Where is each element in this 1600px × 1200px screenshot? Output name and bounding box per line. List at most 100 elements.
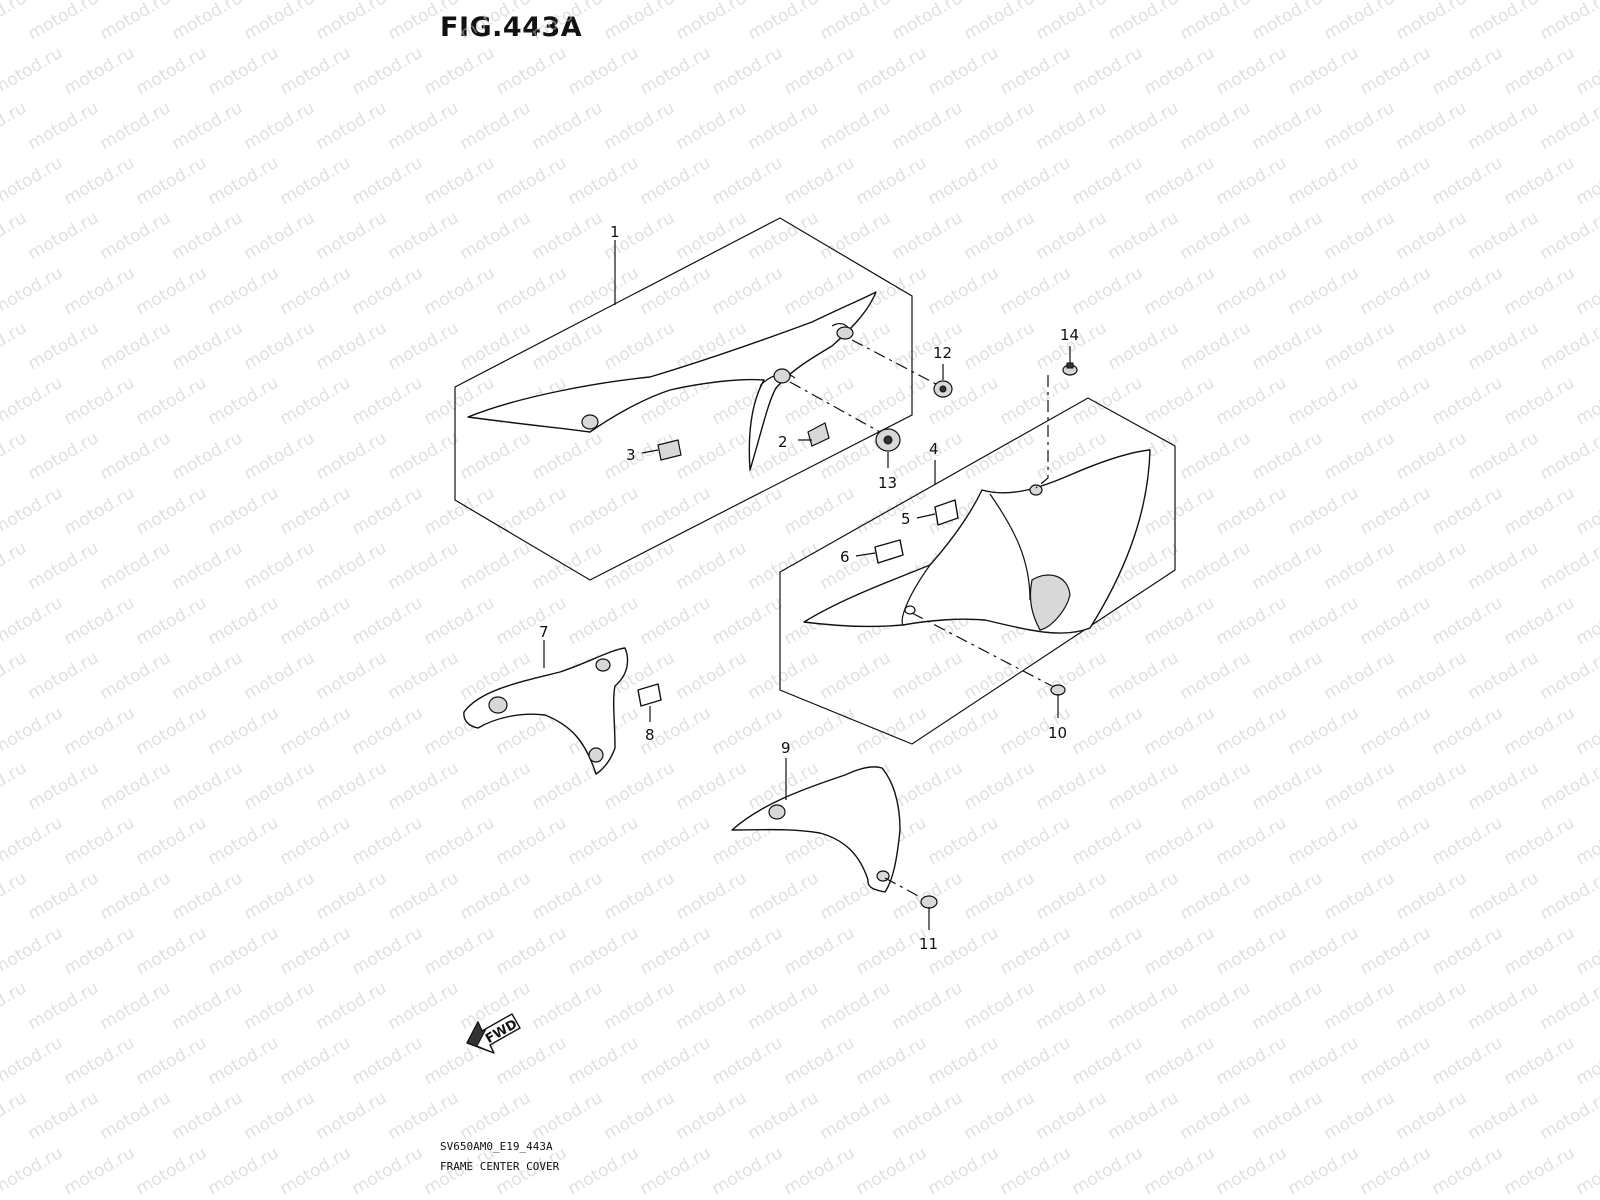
watermark-text: motod.ru xyxy=(1429,373,1507,429)
watermark-text: motod.ru xyxy=(961,208,1039,264)
callout-2: 2 xyxy=(778,433,788,451)
watermark-text: motod.ru xyxy=(1321,428,1399,484)
watermark-text: motod.ru xyxy=(961,868,1039,924)
watermark-text: motod.ru xyxy=(1213,373,1291,429)
watermark-text: motod.ru xyxy=(529,428,607,484)
watermark-text: motod.ru xyxy=(1285,153,1363,209)
watermark-text: motod.ru xyxy=(385,318,463,374)
watermark-text: motod.ru xyxy=(1285,593,1363,649)
watermark-text: motod.ru xyxy=(565,923,643,979)
watermark-text: motod.ru xyxy=(133,483,211,539)
watermark-text: motod.ru xyxy=(241,318,319,374)
part-14-bolt xyxy=(1062,362,1078,376)
watermark-text: motod.ru xyxy=(1501,373,1579,429)
watermark-text: motod.ru xyxy=(349,373,427,429)
watermark-text: motod.ru xyxy=(709,43,787,99)
watermark-text: motod.ru xyxy=(0,813,66,869)
watermark-text: motod.ru xyxy=(961,318,1039,374)
watermark-text: motod.ru xyxy=(1033,208,1111,264)
watermark-text: motod.ru xyxy=(1429,153,1507,209)
watermark-text: motod.ru xyxy=(277,43,355,99)
watermark-text: motod.ru xyxy=(673,428,751,484)
watermark-text: motod.ru xyxy=(1537,978,1600,1034)
watermark-text: motod.ru xyxy=(601,978,679,1034)
watermark-text: motod.ru xyxy=(385,0,463,44)
watermark-text: motod.ru xyxy=(0,1033,66,1089)
watermark-text: motod.ru xyxy=(1177,318,1255,374)
watermark-text: motod.ru xyxy=(205,1143,283,1199)
watermark-text: motod.ru xyxy=(1141,593,1219,649)
watermark-text: motod.ru xyxy=(1357,703,1435,759)
watermark-text: motod.ru xyxy=(1573,43,1600,99)
watermark-text: motod.ru xyxy=(601,758,679,814)
watermark-text: motod.ru xyxy=(169,208,247,264)
watermark-text: motod.ru xyxy=(997,923,1075,979)
watermark-text: motod.ru xyxy=(313,978,391,1034)
callout-12: 12 xyxy=(933,344,952,362)
watermark-text: motod.ru xyxy=(25,0,103,44)
watermark-text: motod.ru xyxy=(313,868,391,924)
watermark-text: motod.ru xyxy=(1321,98,1399,154)
callout-13: 13 xyxy=(878,474,897,492)
watermark-text: motod.ru xyxy=(205,263,283,319)
watermark-text: motod.ru xyxy=(0,538,30,594)
watermark-text: motod.ru xyxy=(853,1033,931,1089)
watermark-text: motod.ru xyxy=(1285,483,1363,539)
watermark-text: motod.ru xyxy=(961,978,1039,1034)
watermark-text: motod.ru xyxy=(1393,208,1471,264)
watermark-text: motod.ru xyxy=(1537,98,1600,154)
watermark-text: motod.ru xyxy=(0,648,30,704)
watermark-text: motod.ru xyxy=(1321,1088,1399,1144)
watermark-text: motod.ru xyxy=(673,648,751,704)
watermark-text: motod.ru xyxy=(385,538,463,594)
watermark-text: motod.ru xyxy=(745,538,823,594)
watermark-text: motod.ru xyxy=(1321,0,1399,44)
part-4-mount-hole xyxy=(1029,484,1043,496)
watermark-text: motod.ru xyxy=(997,373,1075,429)
watermark-text: motod.ru xyxy=(925,263,1003,319)
callout-line-6 xyxy=(855,552,876,557)
watermark-text: motod.ru xyxy=(1573,153,1600,209)
watermark-text: motod.ru xyxy=(205,813,283,869)
watermark-text: motod.ru xyxy=(997,153,1075,209)
watermark-text: motod.ru xyxy=(1429,483,1507,539)
watermark-text: motod.ru xyxy=(673,978,751,1034)
watermark-text: motod.ru xyxy=(565,1143,643,1199)
watermark-text: motod.ru xyxy=(1177,1088,1255,1144)
watermark-text: motod.ru xyxy=(241,868,319,924)
watermark-text: motod.ru xyxy=(313,1088,391,1144)
part-1-boss-front xyxy=(581,414,599,430)
watermark-text: motod.ru xyxy=(1429,593,1507,649)
watermark-text: motod.ru xyxy=(601,98,679,154)
watermark-text: motod.ru xyxy=(493,1033,571,1089)
watermark-text: motod.ru xyxy=(709,1033,787,1089)
watermark-text: motod.ru xyxy=(241,648,319,704)
watermark-text: motod.ru xyxy=(0,923,66,979)
watermark-text: motod.ru xyxy=(313,98,391,154)
part-11-screw xyxy=(920,895,938,915)
watermark-text: motod.ru xyxy=(1501,593,1579,649)
watermark-text: motod.ru xyxy=(25,538,103,594)
watermark-text: motod.ru xyxy=(1213,593,1291,649)
watermark-text: motod.ru xyxy=(889,1088,967,1144)
watermark-text: motod.ru xyxy=(889,758,967,814)
watermark-text: motod.ru xyxy=(169,0,247,44)
watermark-text: motod.ru xyxy=(349,593,427,649)
watermark-text: motod.ru xyxy=(1033,98,1111,154)
watermark-text: motod.ru xyxy=(1537,208,1600,264)
watermark-text: motod.ru xyxy=(1501,483,1579,539)
watermark-text: motod.ru xyxy=(493,593,571,649)
watermark-text: motod.ru xyxy=(1501,263,1579,319)
watermark-text: motod.ru xyxy=(1537,538,1600,594)
watermark-text: motod.ru xyxy=(745,868,823,924)
watermark-text: motod.ru xyxy=(925,1033,1003,1089)
watermark-text: motod.ru xyxy=(745,978,823,1034)
watermark-text: motod.ru xyxy=(889,98,967,154)
watermark-text: motod.ru xyxy=(25,1088,103,1144)
watermark-text: motod.ru xyxy=(1033,0,1111,44)
watermark-text: motod.ru xyxy=(25,648,103,704)
watermark-text: motod.ru xyxy=(1465,0,1543,44)
watermark-text: motod.ru xyxy=(97,318,175,374)
watermark-text: motod.ru xyxy=(709,703,787,759)
callout-6: 6 xyxy=(840,548,850,566)
